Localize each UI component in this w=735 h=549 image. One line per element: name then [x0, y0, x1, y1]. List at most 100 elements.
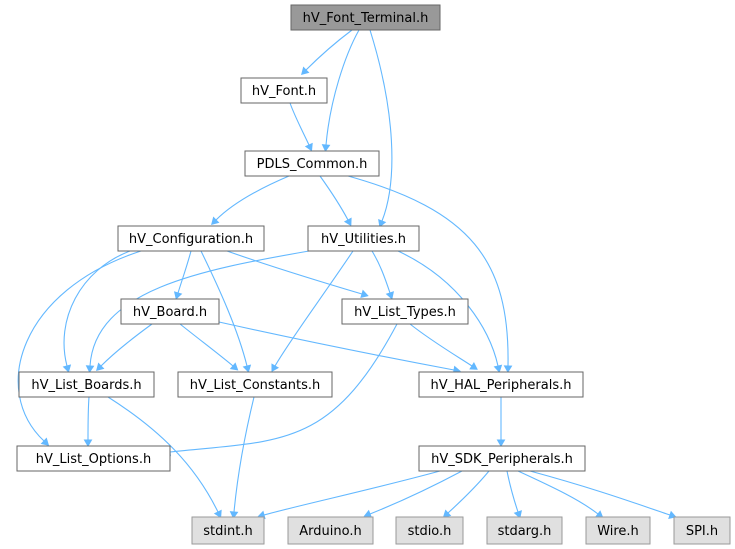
edge-line	[89, 250, 310, 367]
edge-line	[218, 321, 455, 371]
node-box	[395, 516, 464, 545]
node-list-types[interactable]: hV_List_Types.h	[341, 298, 469, 325]
edge-line	[319, 175, 349, 221]
edge-arrowhead	[229, 511, 239, 519]
edge-line	[177, 250, 192, 294]
edge-line	[169, 323, 398, 453]
node-board[interactable]: hV_Board.h	[120, 298, 220, 325]
node-box	[307, 225, 420, 252]
edge-arrowhead	[378, 218, 387, 228]
node-box	[120, 298, 220, 325]
edge-arrowhead	[96, 362, 105, 371]
node-label: hV_HAL_Peripherals.h	[431, 378, 572, 393]
edge-line	[179, 323, 234, 367]
node-box	[117, 225, 265, 252]
edge-arrowhead	[496, 439, 506, 447]
node-box	[244, 150, 380, 177]
edge-line	[371, 250, 391, 294]
edge-line	[347, 175, 509, 367]
node-box	[585, 516, 651, 545]
node-box	[16, 445, 171, 472]
node-list-options[interactable]: hV_List_Options.h	[16, 445, 171, 472]
edge-list_boards-to-list_options	[83, 396, 93, 447]
edge-line	[305, 29, 353, 71]
edge-list_types-to-hal_peripherals	[409, 323, 478, 370]
edge-font-to-pdls_common	[289, 102, 313, 152]
edge-font_terminal-to-pdls_common	[321, 29, 360, 152]
node-stdio: stdio.h	[395, 516, 464, 545]
edge-utilities-to-list_types	[371, 250, 394, 300]
edge-sdk_peripherals-to-stdint	[257, 470, 441, 520]
node-label: hV_Board.h	[133, 305, 207, 320]
node-list-constants[interactable]: hV_List_Constants.h	[177, 371, 333, 398]
edge-line	[517, 470, 599, 515]
edge-configuration-to-list_boards	[62, 250, 131, 373]
node-spi: SPI.h	[673, 516, 731, 545]
edge-utilities-to-list_boards	[85, 250, 310, 373]
node-font[interactable]: hV_Font.h	[240, 77, 328, 104]
node-label: hV_Font.h	[252, 84, 316, 99]
edge-arrowhead	[229, 362, 239, 371]
edge-arrowhead	[40, 437, 50, 446]
node-label: Arduino.h	[299, 524, 361, 539]
edge-arrowhead	[173, 291, 183, 300]
edge-configuration-to-board	[173, 250, 192, 300]
edge-arrowhead	[271, 363, 280, 373]
edge-line	[369, 29, 393, 222]
edge-arrowhead	[213, 509, 222, 519]
edge-board-to-list_boards	[96, 323, 153, 371]
node-box	[191, 516, 265, 545]
node-pdls-common[interactable]: PDLS_Common.h	[244, 150, 380, 177]
edge-sdk_peripherals-to-spi	[529, 470, 677, 519]
edge-arrowhead	[513, 510, 522, 519]
edge-arrowhead	[442, 509, 452, 518]
node-label: SPI.h	[686, 524, 718, 539]
edge-arrowhead	[503, 365, 513, 373]
edge-arrowhead	[469, 362, 478, 370]
node-box	[18, 371, 155, 398]
node-box	[673, 516, 731, 545]
edge-line	[17, 250, 142, 442]
node-arduino: Arduino.h	[287, 516, 374, 545]
edge-line	[289, 102, 310, 146]
node-stdint: stdint.h	[191, 516, 265, 545]
edge-board-to-list_constants	[179, 323, 239, 371]
node-label: hV_List_Boards.h	[31, 378, 141, 393]
edge-line	[226, 250, 363, 295]
node-sdk-peripherals[interactable]: hV_SDK_Peripherals.h	[418, 445, 586, 472]
edge-line	[215, 175, 290, 221]
node-wire: Wire.h	[585, 516, 651, 545]
node-label: hV_Font_Terminal.h	[303, 11, 429, 26]
edge-configuration-to-list_options	[17, 250, 142, 446]
edge-arrowhead	[211, 216, 220, 225]
node-label: hV_List_Constants.h	[190, 378, 320, 393]
edge-line	[63, 250, 131, 367]
node-utilities[interactable]: hV_Utilities.h	[307, 225, 420, 252]
edge-sdk_peripherals-to-wire	[517, 470, 604, 519]
node-font-terminal[interactable]: hV_Font_Terminal.h	[290, 4, 441, 31]
node-label: PDLS_Common.h	[257, 157, 368, 172]
edge-line	[107, 396, 219, 513]
node-list-boards[interactable]: hV_List_Boards.h	[18, 371, 155, 398]
edge-line	[529, 470, 671, 516]
node-hal-peripherals[interactable]: hV_HAL_Peripherals.h	[418, 371, 584, 398]
edge-board-to-hal_peripherals	[218, 321, 461, 375]
node-box	[486, 516, 563, 545]
edge-arrowhead	[321, 144, 331, 152]
edge-sdk_peripherals-to-stdarg	[506, 470, 522, 519]
edge-font_terminal-to-utilities	[369, 29, 393, 228]
node-box	[341, 298, 469, 325]
edge-pdls_common-to-utilities	[319, 175, 352, 227]
edge-utilities-to-list_constants	[271, 250, 354, 373]
edge-line	[87, 396, 90, 441]
node-box	[177, 371, 333, 398]
edge-line	[274, 250, 354, 367]
node-configuration[interactable]: hV_Configuration.h	[117, 225, 265, 252]
edge-arrowhead	[304, 142, 313, 152]
node-label: Wire.h	[597, 524, 639, 539]
edge-arrowhead	[493, 364, 503, 373]
edge-arrowhead	[85, 365, 95, 373]
node-box	[418, 445, 586, 472]
node-label: hV_List_Options.h	[36, 452, 151, 467]
